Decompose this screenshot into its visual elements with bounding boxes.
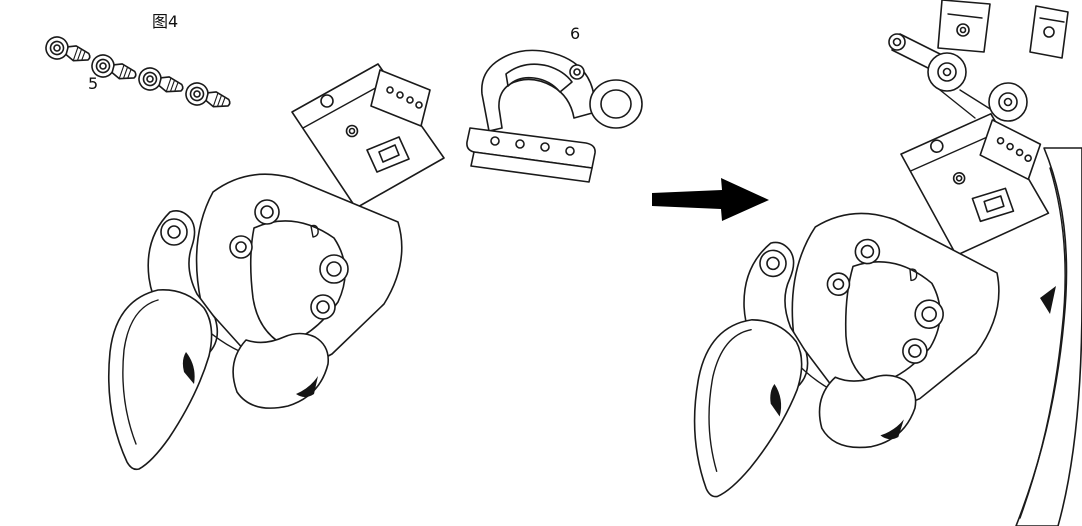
screw-icon xyxy=(135,64,187,100)
gripper-icon xyxy=(686,89,1058,525)
gripper-disassembled xyxy=(107,63,445,471)
gripper-assembled xyxy=(686,0,1082,526)
robot-arm xyxy=(1015,147,1082,526)
screw-icon xyxy=(42,33,94,69)
screws-part-5 xyxy=(42,33,234,115)
assembly-arrow-icon xyxy=(652,178,769,221)
figure-title-label: 图4 xyxy=(152,12,179,31)
roller-icon xyxy=(927,52,967,92)
screw-icon xyxy=(182,79,234,115)
part-5-label: 5 xyxy=(88,74,99,93)
robot-wrist xyxy=(888,0,1069,122)
part-6-label: 6 xyxy=(570,24,581,43)
roller-icon xyxy=(988,82,1028,122)
bracket-part-6 xyxy=(466,49,643,183)
